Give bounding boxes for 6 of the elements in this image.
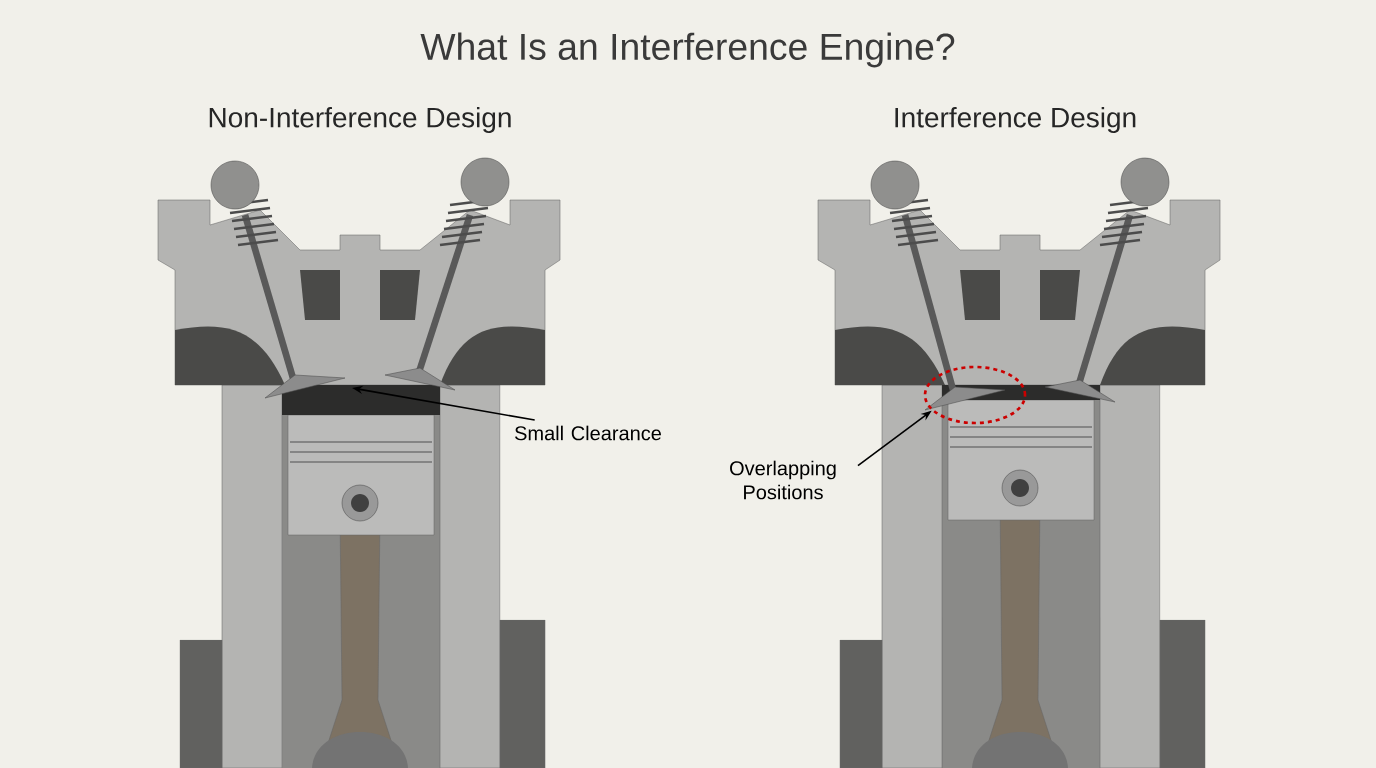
title: What Is an Interference Engine? — [420, 32, 955, 68]
highlight-ellipse — [923, 365, 1027, 425]
panel-heading: Interference Design — [895, 106, 1136, 134]
panel-heading: Non-Interference Design — [209, 106, 511, 134]
callout-label: Overlapping Positions — [730, 460, 836, 500]
callout-label: Small Clearance — [515, 425, 661, 441]
